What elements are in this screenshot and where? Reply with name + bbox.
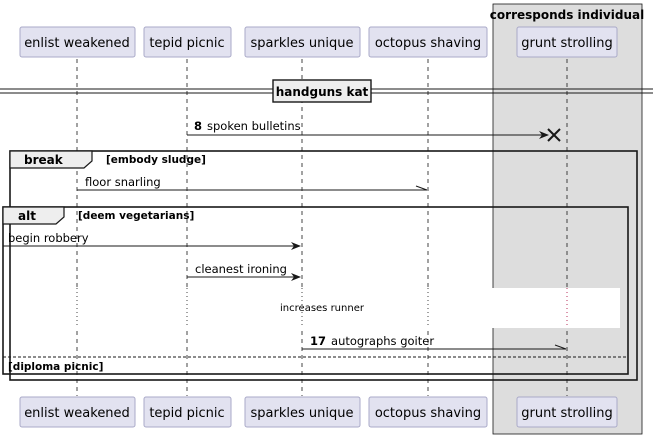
svg-text:grunt strolling: grunt strolling <box>521 36 613 51</box>
message-label: spoken bulletins <box>207 119 301 133</box>
message-number: 17 <box>310 334 326 348</box>
svg-text:grunt strolling: grunt strolling <box>521 406 613 421</box>
message-label: autographs goiter <box>331 334 434 348</box>
svg-text:octopus shaving: octopus shaving <box>375 36 481 51</box>
svg-text:octopus shaving: octopus shaving <box>375 406 481 421</box>
alt-condition: [deem vegetarians] <box>78 210 194 222</box>
break-keyword: break <box>24 153 64 167</box>
message-label: cleanest ironing <box>195 262 287 276</box>
svg-text:tepid picnic: tepid picnic <box>149 36 224 51</box>
break-frame: break [embody sludge] <box>9 150 638 381</box>
participant-grunt-strolling-top[interactable]: grunt strolling <box>516 26 618 58</box>
message-label: begin robbery <box>8 231 89 245</box>
participant-tepid-picnic-bottom[interactable]: tepid picnic <box>143 396 232 428</box>
message-begin-robbery: begin robbery <box>3 231 301 250</box>
divider-label: handguns kat <box>276 85 369 99</box>
box-title: corresponds individual <box>490 8 644 22</box>
participant-sparkles-unique-bottom[interactable]: sparkles unique <box>244 396 361 428</box>
alt-frame: alt [deem vegetarians] [diploma picnic] <box>2 206 629 375</box>
participant-enlist-weakened-bottom[interactable]: enlist weakened <box>19 396 136 428</box>
delay-region: increases runner <box>10 288 620 328</box>
participant-octopus-shaving-top[interactable]: octopus shaving <box>368 26 488 58</box>
message-spoken-bulletins: 8 spoken bulletins <box>187 119 561 142</box>
message-cleanest-ironing: cleanest ironing <box>187 262 301 281</box>
lifelines <box>76 59 568 396</box>
svg-text:sparkles unique: sparkles unique <box>251 406 354 421</box>
message-number: 8 <box>194 119 202 133</box>
message-autographs-goiter: 17 autographs goiter <box>302 334 567 350</box>
svg-text:enlist weakened: enlist weakened <box>24 36 130 51</box>
delay-label: increases runner <box>280 303 365 314</box>
break-condition: [embody sludge] <box>106 154 206 166</box>
divider: handguns kat <box>0 79 653 103</box>
svg-text:sparkles unique: sparkles unique <box>251 36 354 51</box>
participant-octopus-shaving-bottom[interactable]: octopus shaving <box>368 396 488 428</box>
participant-enlist-weakened-top[interactable]: enlist weakened <box>19 26 136 58</box>
svg-text:tepid picnic: tepid picnic <box>149 406 224 421</box>
participant-sparkles-unique-top[interactable]: sparkles unique <box>244 26 361 58</box>
destroy-icon <box>547 128 561 142</box>
participant-grunt-strolling-bottom[interactable]: grunt strolling <box>516 396 618 428</box>
else-condition: [diploma picnic] <box>8 361 103 373</box>
participant-tepid-picnic-top[interactable]: tepid picnic <box>143 26 232 58</box>
message-label: floor snarling <box>85 175 161 189</box>
alt-keyword: alt <box>18 209 36 223</box>
participant-group-box: corresponds individual <box>490 3 644 435</box>
svg-text:enlist weakened: enlist weakened <box>24 406 130 421</box>
message-floor-snarling: floor snarling <box>77 175 428 191</box>
